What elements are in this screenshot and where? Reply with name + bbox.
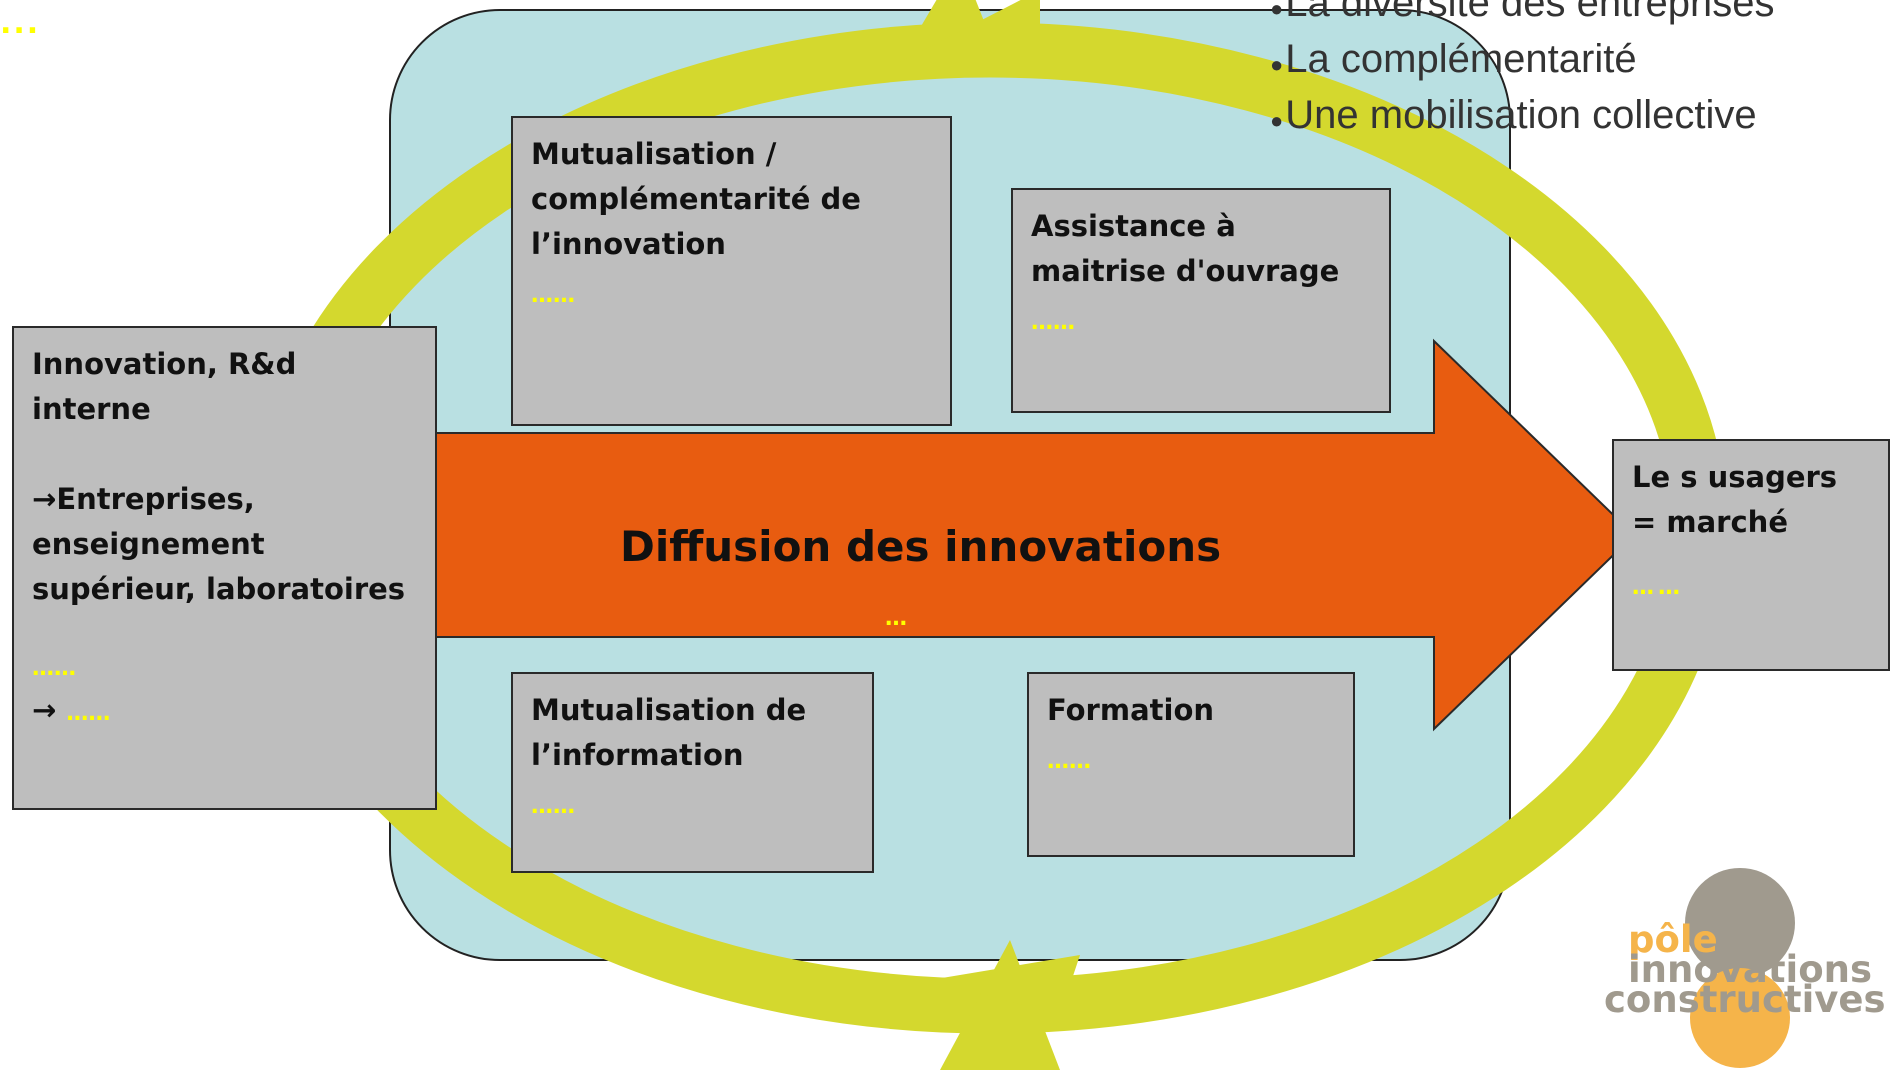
box-title: Mutualisation / complémentarité de l’inn… bbox=[531, 137, 861, 261]
bullet-list: ●La diversité des entreprises ●La complé… bbox=[1270, 0, 1774, 146]
main-arrow-label: Diffusion des innovations bbox=[620, 522, 1222, 571]
logo-word-pole: pôle bbox=[1628, 918, 1718, 961]
box-title: Assistance à maitrise d'ouvrage bbox=[1031, 209, 1340, 288]
box-placeholder: …… bbox=[32, 656, 76, 681]
cycle-arrowhead-top-tail bbox=[900, 0, 1040, 62]
box-title: Mutualisation de l’information bbox=[531, 693, 807, 772]
box-formation: Formation …… bbox=[1027, 672, 1355, 857]
box-placeholder: …… bbox=[531, 283, 575, 308]
logo: pôle innovations constructives bbox=[1590, 840, 1890, 1070]
box-arrow-line: → …… bbox=[32, 690, 417, 730]
box-title: Innovation, R&d interne bbox=[32, 347, 297, 426]
box-title: Formation bbox=[1047, 693, 1215, 727]
box-placeholder: …… bbox=[531, 794, 575, 819]
box-placeholder: …… bbox=[66, 701, 111, 726]
box-assistance: Assistance à maitrise d'ouvrage …… bbox=[1011, 188, 1391, 413]
main-arrow bbox=[419, 338, 1636, 732]
cycle-arrowhead-bottom-tail bbox=[930, 955, 1080, 1015]
logo-word-innovations: innovations bbox=[1628, 948, 1873, 991]
box-placeholder: …… bbox=[1632, 575, 1684, 600]
box-mutualisation-information: Mutualisation de l’information …… bbox=[511, 672, 874, 873]
box-usagers: Le s usagers = marché …… bbox=[1612, 439, 1890, 671]
box-placeholder: …… bbox=[1031, 310, 1075, 335]
box-placeholder: …… bbox=[1047, 749, 1091, 774]
bullet-item: ●Une mobilisation collective bbox=[1270, 93, 1757, 137]
bullet-item: ●La diversité des entreprises bbox=[1270, 0, 1775, 25]
box-title: Le s usagers = marché bbox=[1632, 460, 1838, 539]
box-mutualisation-innovation: Mutualisation / complémentarité de l’inn… bbox=[511, 116, 952, 426]
right-arrow-icon: → bbox=[32, 482, 57, 516]
box-innovation-interne: Innovation, R&d interne →Entreprises, en… bbox=[12, 326, 437, 810]
cycle-arrowhead-bottom bbox=[940, 940, 1060, 1070]
logo-word-constructives: constructives bbox=[1604, 978, 1886, 1021]
bullet-item: ●La complémentarité bbox=[1270, 37, 1637, 81]
right-arrow-icon: → bbox=[32, 693, 67, 727]
box-arrow-text: →Entreprises, enseignement supérieur, la… bbox=[32, 482, 406, 606]
logo-circles bbox=[1685, 868, 1795, 1068]
main-arrow-placeholder: … bbox=[885, 606, 907, 631]
top-left-placeholder: ... bbox=[0, 6, 41, 41]
